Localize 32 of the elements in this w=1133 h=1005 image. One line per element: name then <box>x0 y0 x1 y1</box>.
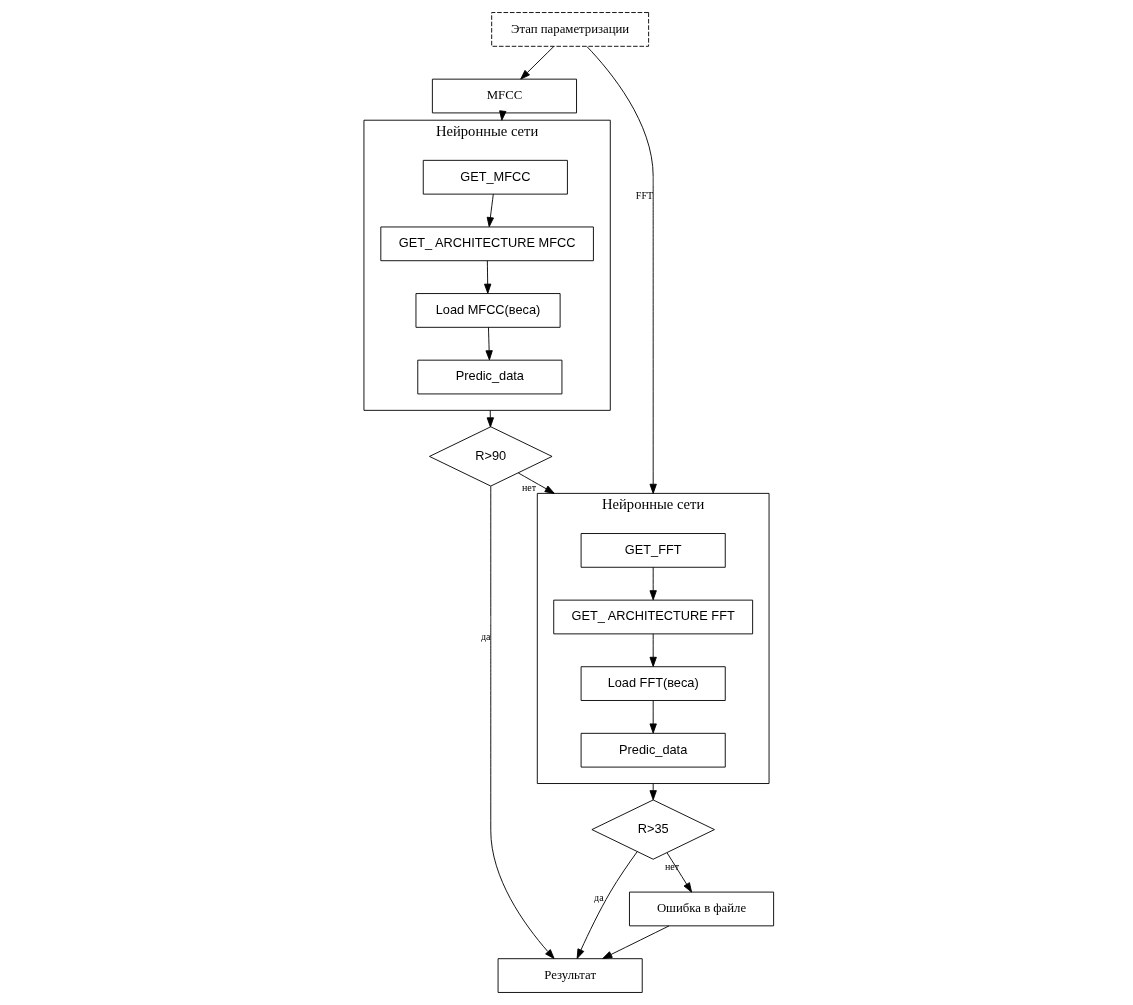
node-box: GET_ ARCHITECTURE MFCC <box>380 226 594 262</box>
arrow <box>649 633 657 667</box>
node-box: Predic_data <box>417 359 563 395</box>
arrow <box>666 852 693 893</box>
arrow <box>586 46 657 494</box>
edge-label: FFT <box>635 189 654 201</box>
arrow <box>517 472 555 494</box>
arrow <box>649 566 657 601</box>
node-box: Этап параметризации <box>491 12 650 47</box>
arrow <box>486 409 494 428</box>
arrow <box>576 851 638 959</box>
node-box: GET_ ARCHITECTURE FFT <box>553 599 754 635</box>
arrow <box>485 326 493 361</box>
arrow <box>484 260 492 294</box>
node-box: Результат <box>497 958 643 993</box>
arrow <box>520 45 555 80</box>
node-box: Ошибка в файле <box>629 891 775 927</box>
arrow <box>649 700 657 734</box>
node-box: Predic_data <box>580 732 726 768</box>
arrow <box>649 783 657 801</box>
edge-label: да <box>480 630 491 642</box>
node-box: Load MFCC(веса) <box>415 293 561 328</box>
arrow <box>602 925 670 960</box>
arrow <box>490 485 555 959</box>
edge-label: да <box>594 891 604 903</box>
edge-label: нет <box>664 860 680 872</box>
node-box: Load FFT(веса) <box>580 666 726 701</box>
arrow <box>486 193 494 228</box>
node-box: GET_FFT <box>580 533 726 568</box>
node-diamond: R>35 <box>591 799 715 860</box>
node-diamond: R>90 <box>429 426 553 487</box>
node-box: GET_MFCC <box>422 159 568 195</box>
